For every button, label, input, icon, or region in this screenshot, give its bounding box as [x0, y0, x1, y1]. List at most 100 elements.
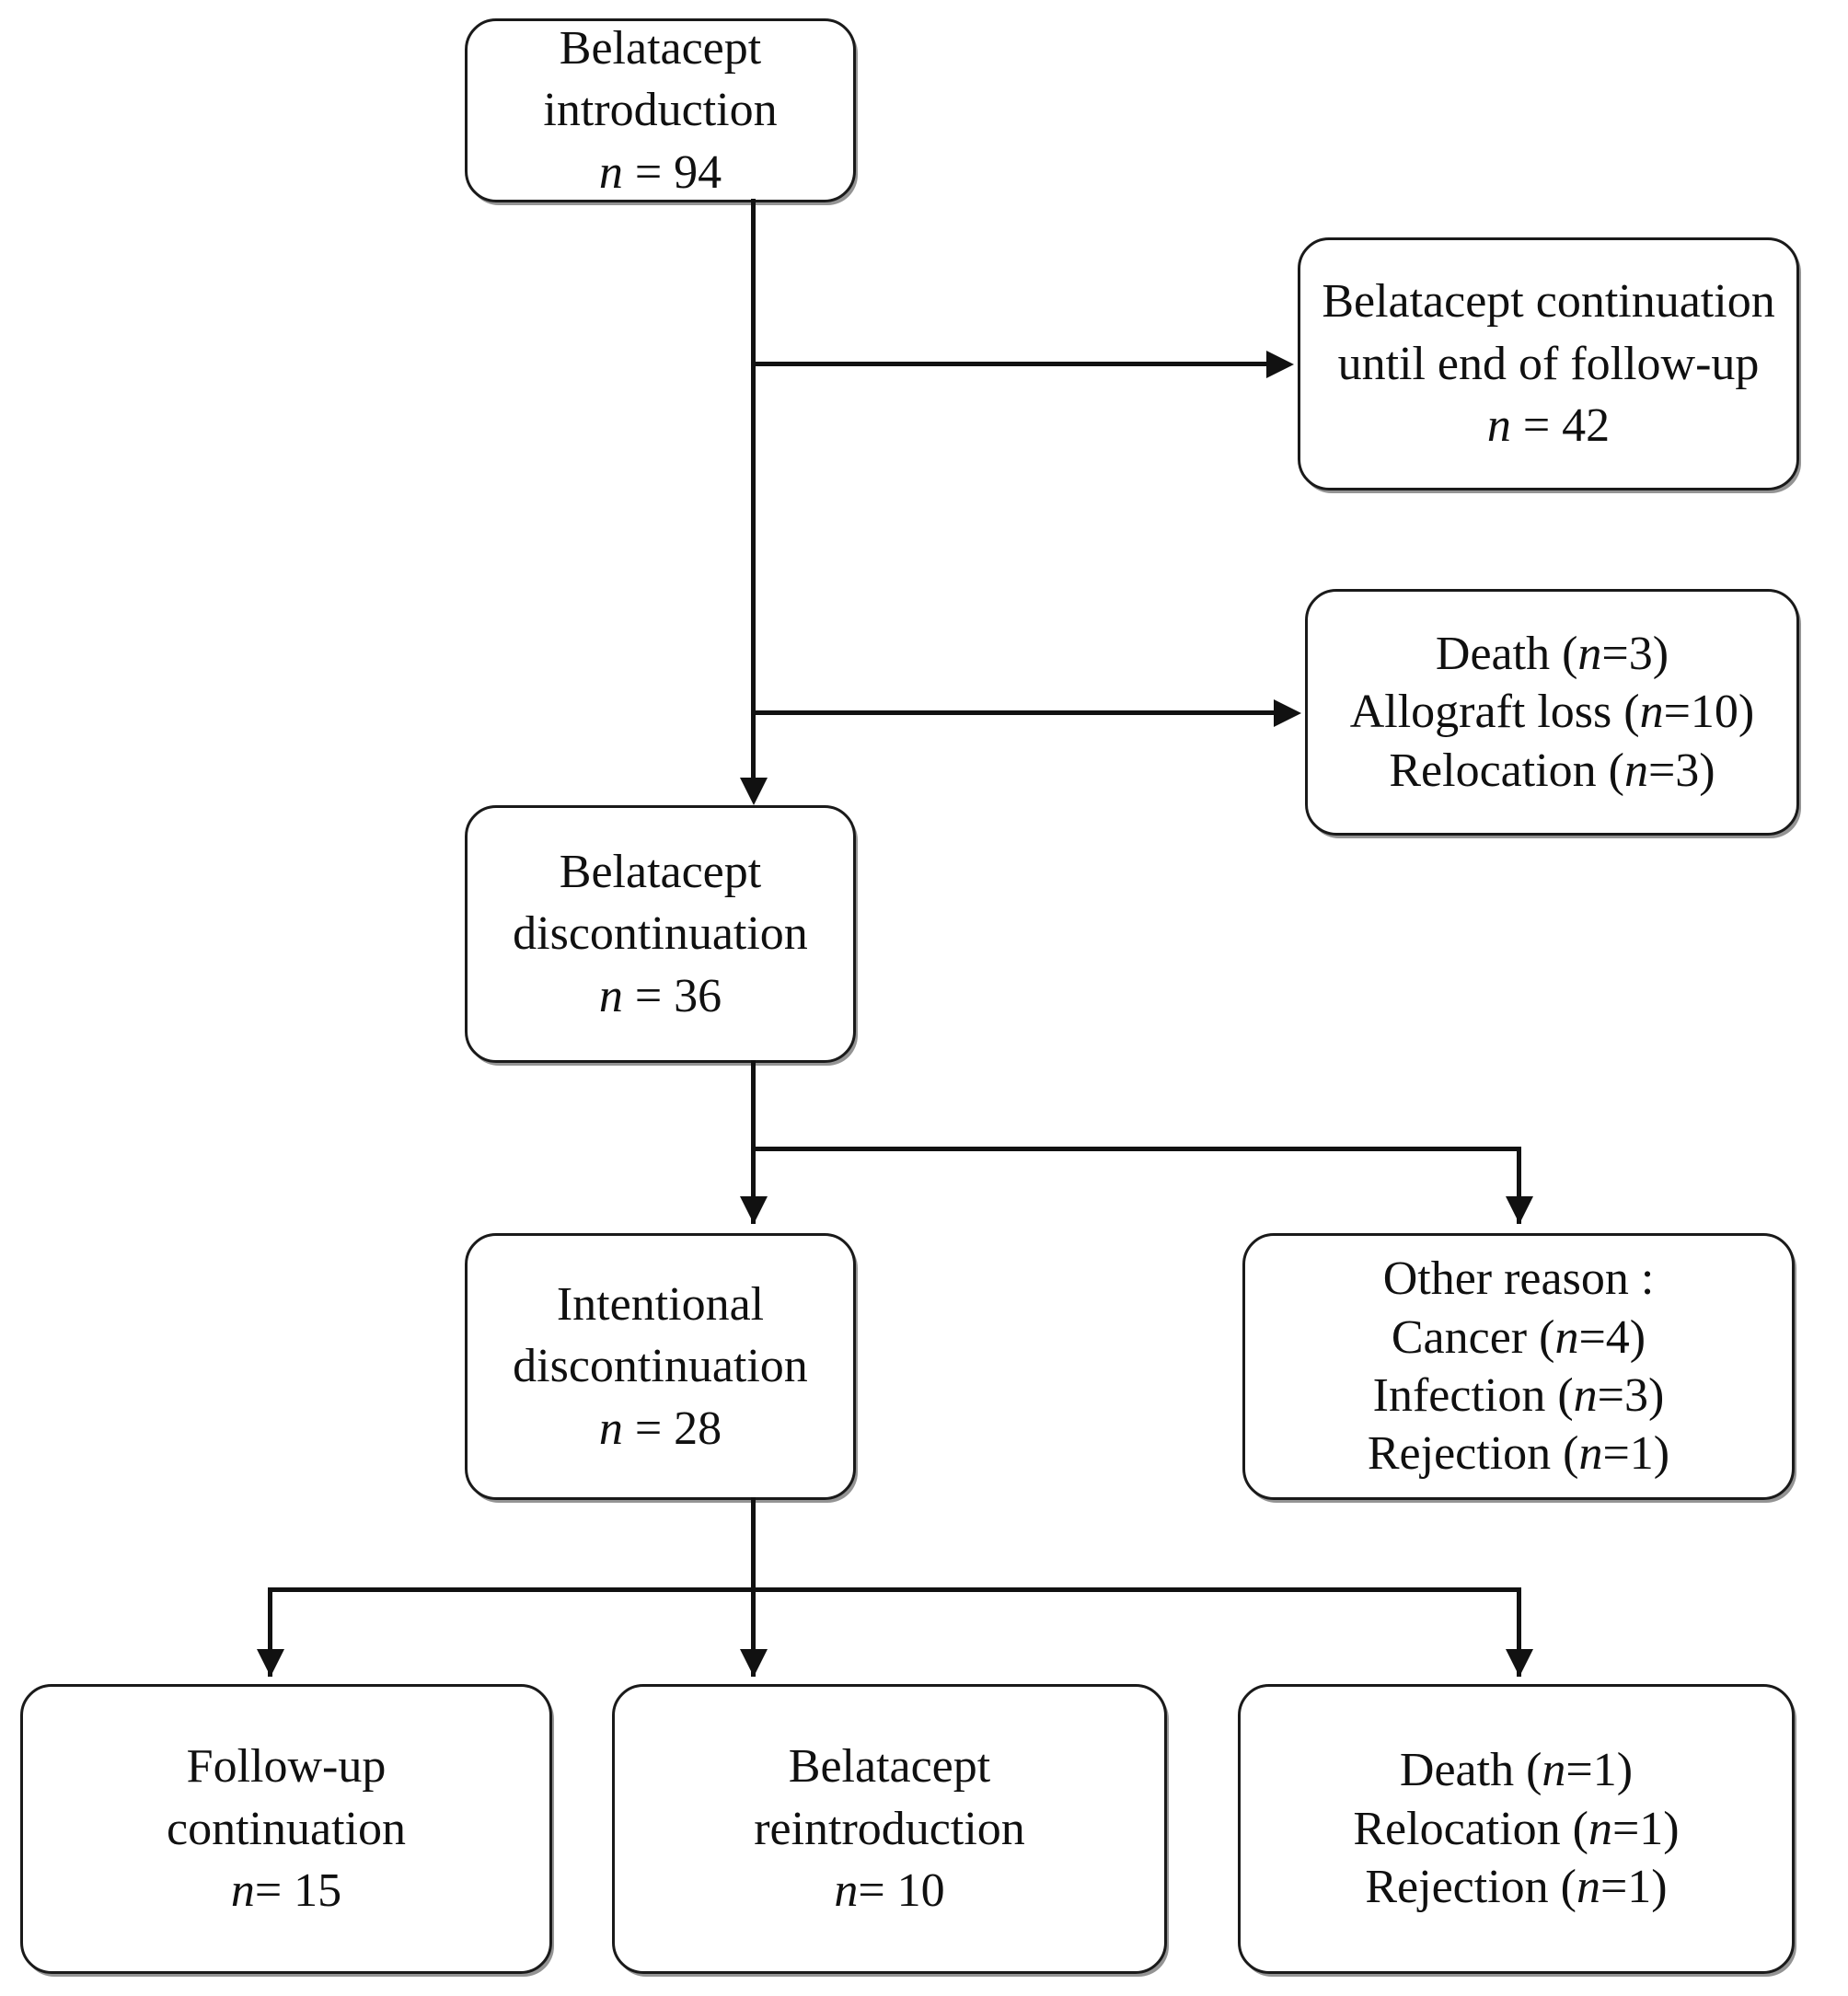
- node-post-discontinuation-outcomes[interactable]: Death (n=1) Relocation (n=1) Rejection (…: [1238, 1684, 1795, 1974]
- paren-open: (: [1596, 744, 1624, 797]
- paren-close: ): [1648, 1369, 1665, 1422]
- paren-open: (: [1551, 1427, 1579, 1481]
- n-value: 28: [674, 1402, 722, 1455]
- attrition-item: Death (n=3): [1436, 625, 1669, 683]
- outcome-item: Relocation (n=1): [1353, 1800, 1679, 1858]
- n-equals: =: [1601, 627, 1629, 680]
- n-value: 42: [1562, 399, 1611, 453]
- attrition-reason: Allograft loss: [1349, 686, 1612, 739]
- connector-drop-follow-up: [268, 1587, 272, 1677]
- n-italic: n: [1542, 1744, 1566, 1797]
- node-belatacept-continuation[interactable]: Belatacept continuation until end of fol…: [1298, 237, 1799, 490]
- connector-split-bar-three-way: [270, 1587, 1521, 1592]
- attrition-item: Relocation (n=3): [1389, 742, 1715, 800]
- n-separator: =: [622, 969, 675, 1022]
- connector-to-continuation: [751, 362, 1266, 366]
- paren-close: ): [1699, 744, 1715, 797]
- arrowhead-to-reintroduction: [740, 1649, 768, 1677]
- n-equals: =: [1611, 1802, 1640, 1855]
- n-separator: =: [254, 1864, 295, 1918]
- other-reason-item: Infection (n=3): [1373, 1367, 1665, 1425]
- paren-open: (: [1514, 1744, 1542, 1797]
- n-italic: n: [1577, 627, 1602, 680]
- n-value: 1: [1639, 1802, 1664, 1855]
- n-italic: n: [230, 1864, 255, 1918]
- other-reason-label: Cancer: [1391, 1310, 1528, 1364]
- n-equals: =: [1663, 686, 1691, 739]
- arrowhead-to-attrition: [1274, 699, 1301, 727]
- connector-drop-outcomes: [1517, 1587, 1521, 1677]
- node-belatacept-reintroduction[interactable]: Belatacept reintroduction n= 10: [612, 1684, 1167, 1974]
- n-value: 4: [1605, 1310, 1630, 1364]
- arrowhead-to-discontinuation: [740, 778, 768, 805]
- node-line-1: Intentional: [556, 1277, 765, 1331]
- node-line-1: Belatacept: [559, 845, 762, 898]
- n-equals: =: [1647, 744, 1676, 797]
- outcome-item: Rejection (n=1): [1365, 1858, 1667, 1916]
- paren-close: ): [1652, 627, 1669, 680]
- arrowhead-to-follow-up: [257, 1649, 284, 1677]
- node-line-2: until end of follow-up: [1337, 337, 1760, 390]
- connector-discontinuation-trunk: [751, 1060, 756, 1224]
- paren-close: ): [1653, 1427, 1670, 1481]
- paren-close: ): [1738, 686, 1755, 739]
- n-italic: n: [1576, 1861, 1600, 1914]
- n-value: 3: [1624, 1369, 1648, 1422]
- node-other-reason[interactable]: Other reason : Cancer (n=4) Infection (n…: [1242, 1233, 1795, 1500]
- node-intentional-discontinuation[interactable]: Intentional discontinuation n = 28: [465, 1233, 856, 1500]
- n-value: 94: [674, 145, 722, 199]
- node-count: n = 28: [599, 1398, 722, 1460]
- paren-close: ): [1616, 1744, 1634, 1797]
- node-line-2: discontinuation: [513, 1340, 808, 1393]
- outcome-label: Relocation: [1353, 1802, 1561, 1855]
- connector-to-attrition: [751, 710, 1274, 715]
- paren-close: ): [1663, 1802, 1680, 1855]
- n-italic: n: [1554, 1310, 1579, 1364]
- attrition-item: Allograft loss (n=10): [1350, 683, 1755, 741]
- node-follow-up-continuation[interactable]: Follow-up continuation n= 15: [20, 1684, 552, 1974]
- connector-intro-to-discontinuation: [751, 199, 756, 788]
- n-italic: n: [1573, 1369, 1598, 1422]
- n-value: 1: [1629, 1427, 1654, 1481]
- n-value: 3: [1675, 744, 1700, 797]
- node-line-2: discontinuation: [513, 907, 808, 961]
- n-italic: n: [1639, 686, 1664, 739]
- node-belatacept-introduction[interactable]: Belatacept introduction n = 94: [465, 18, 856, 202]
- n-italic: n: [1486, 399, 1511, 453]
- n-italic: n: [1588, 1802, 1612, 1855]
- attrition-reason: Death: [1435, 627, 1551, 680]
- paren-open: (: [1550, 627, 1578, 680]
- n-value: 10: [1690, 686, 1738, 739]
- other-reason-item: Cancer (n=4): [1392, 1309, 1646, 1367]
- n-value: 10: [896, 1864, 945, 1918]
- node-attrition-reasons[interactable]: Death (n=3) Allograft loss (n=10) Reloca…: [1305, 589, 1799, 836]
- n-italic: n: [598, 145, 623, 199]
- n-separator: =: [1510, 399, 1563, 453]
- n-italic: n: [598, 1402, 623, 1455]
- outcome-label: Rejection: [1365, 1861, 1549, 1914]
- node-count: n = 94: [599, 142, 722, 204]
- n-italic: n: [834, 1864, 859, 1918]
- node-belatacept-discontinuation[interactable]: Belatacept discontinuation n = 36: [465, 805, 856, 1063]
- paren-open: (: [1545, 1369, 1574, 1422]
- paren-open: (: [1527, 1310, 1555, 1364]
- n-separator: =: [622, 1402, 675, 1455]
- paren-close: ): [1651, 1861, 1668, 1914]
- paren-close: ): [1629, 1310, 1646, 1364]
- outcome-item: Death (n=1): [1400, 1741, 1633, 1799]
- n-separator: =: [622, 145, 675, 199]
- arrowhead-to-outcomes: [1506, 1649, 1533, 1677]
- node-line-2: reintroduction: [754, 1802, 1025, 1855]
- arrowhead-to-other-reason: [1506, 1196, 1533, 1224]
- node-count: n= 15: [231, 1860, 341, 1922]
- n-italic: n: [598, 969, 623, 1022]
- node-line-2: introduction: [543, 84, 778, 137]
- paren-open: (: [1560, 1802, 1588, 1855]
- attrition-reason: Relocation: [1389, 744, 1597, 797]
- node-count: n = 42: [1487, 395, 1610, 457]
- node-line-1: Follow-up: [186, 1740, 387, 1794]
- other-reason-heading: Other reason :: [1382, 1252, 1655, 1306]
- n-equals: =: [1600, 1861, 1628, 1914]
- arrowhead-to-continuation: [1266, 351, 1294, 378]
